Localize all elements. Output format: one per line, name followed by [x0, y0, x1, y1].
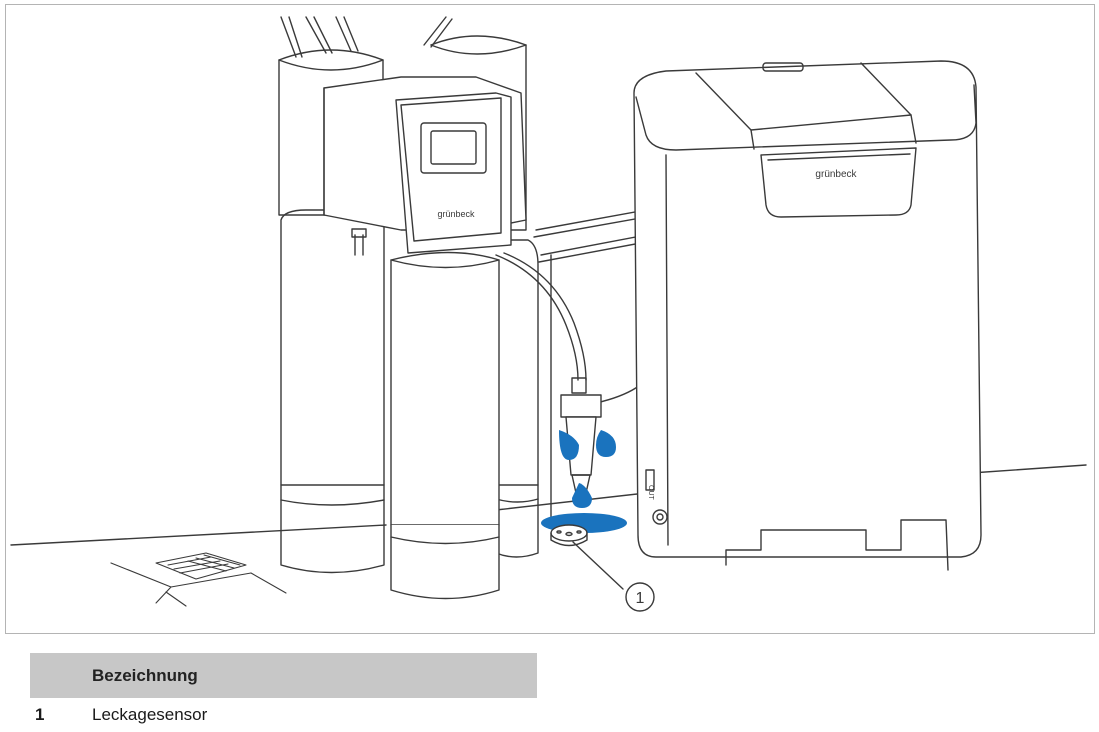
figure-frame: grünbeck	[5, 4, 1095, 634]
legend-table: Bezeichnung 1 Leckagesensor	[30, 653, 537, 732]
callout-number: 1	[636, 590, 645, 607]
brand-label-left: grünbeck	[437, 209, 475, 219]
legend-row-number: 1	[30, 705, 92, 725]
supply-hoses	[281, 17, 452, 57]
salt-tank: grünbeck OUT	[634, 61, 981, 570]
legend-header-label: Bezeichnung	[92, 666, 198, 686]
floor-drain-icon	[111, 553, 286, 606]
leak-sensor-icon	[551, 525, 587, 546]
legend-row-label: Leckagesensor	[92, 705, 207, 725]
sensor-hose	[496, 210, 646, 525]
callout-1: 1	[573, 542, 654, 611]
product-illustration: grünbeck	[6, 5, 1096, 635]
control-head: grünbeck	[324, 77, 526, 253]
legend-header: Bezeichnung	[30, 653, 537, 698]
legend-row: 1 Leckagesensor	[30, 698, 537, 732]
front-cylinder	[391, 253, 499, 599]
brand-label-right: grünbeck	[815, 169, 857, 180]
panel-label: OUT	[647, 485, 654, 501]
